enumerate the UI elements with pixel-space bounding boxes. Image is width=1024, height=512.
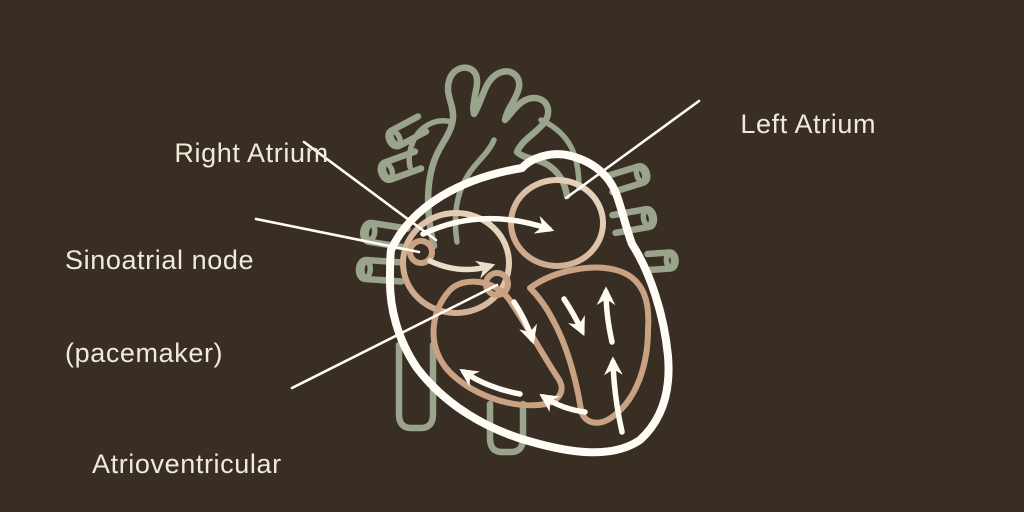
heart-chambers xyxy=(400,177,652,426)
arrow-apex-leftward-1 xyxy=(459,368,523,397)
left-ventricle-outline xyxy=(527,264,652,426)
right-atrium-outline xyxy=(400,210,512,316)
label-left-atrium-text: Left Atrium xyxy=(740,109,877,139)
leader-left-atrium xyxy=(564,99,701,200)
vessel-stub-right-3 xyxy=(644,249,679,274)
conduction-arrows xyxy=(420,215,625,435)
arrow-sa-to-left-atrium xyxy=(420,215,555,237)
vessel-stub-right-1 xyxy=(604,163,651,196)
label-right-atrium-text: Right Atrium xyxy=(174,138,329,168)
label-sinoatrial-line2: (pacemaker) xyxy=(65,338,224,368)
aorta-pulmonary-trunk-outline xyxy=(424,64,571,250)
arrow-left-wall-lower xyxy=(604,356,625,435)
leader-sinoatrial-node xyxy=(254,217,421,254)
arrow-septum-right xyxy=(561,296,585,337)
arrow-apex-leftward-2 xyxy=(539,393,588,415)
label-sinoatrial-node: Sinoatrial node (pacemaker) xyxy=(65,183,254,431)
label-right-atrium: Right Atrium xyxy=(142,107,329,200)
arrow-left-wall-upper xyxy=(596,286,616,345)
vessel-stub-upper-left-1 xyxy=(385,113,430,150)
vessel-stub-bottom-right xyxy=(486,400,527,456)
vessel-stub-upper-left-2 xyxy=(377,148,425,183)
great-vessels-outline xyxy=(355,64,679,456)
label-atrioventricular-node: Atrioventricular node xyxy=(92,387,282,512)
vessel-stub-lower-left-2 xyxy=(355,256,406,285)
sa-node-bump xyxy=(407,238,435,266)
leader-lines xyxy=(254,99,701,390)
vessel-stub-right-2 xyxy=(609,205,658,237)
label-sinoatrial-line1: Sinoatrial node xyxy=(65,245,255,275)
leader-right-atrium xyxy=(302,140,438,242)
vessel-stub-bottom-left xyxy=(395,341,437,432)
left-atrium-outline xyxy=(508,177,606,269)
leader-atrioventricular-node xyxy=(290,283,499,390)
arrow-septum-left xyxy=(511,299,537,345)
label-atrioventricular-line1: Atrioventricular xyxy=(92,449,282,479)
label-left-atrium: Left Atrium xyxy=(708,78,876,171)
arrow-sa-to-av-node xyxy=(427,258,496,279)
heart-outline xyxy=(385,150,673,457)
